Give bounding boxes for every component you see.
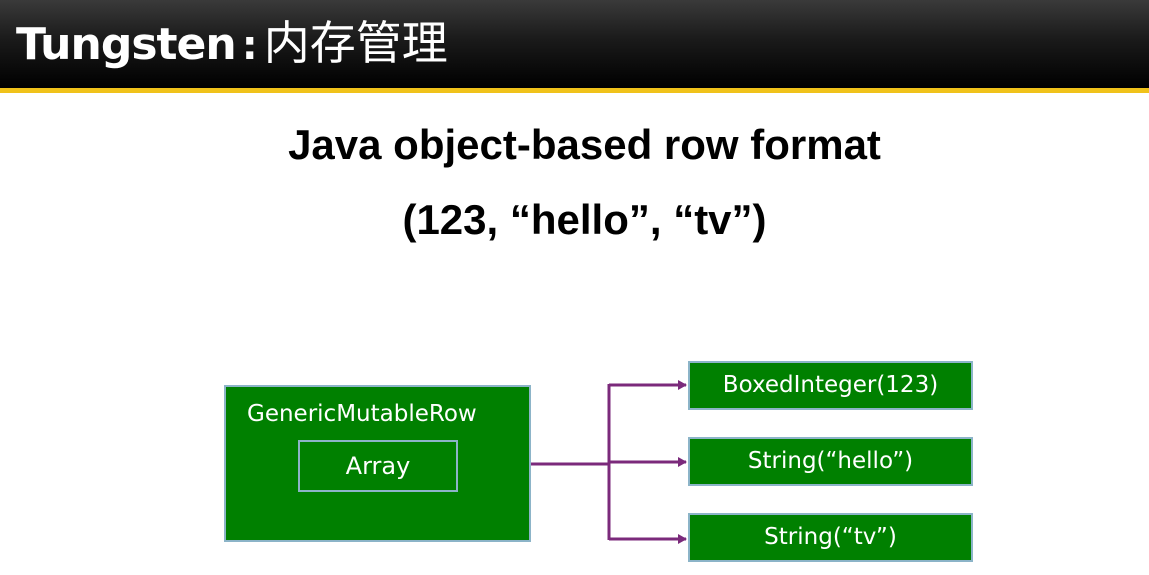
title-subtitle: 内存管理 — [263, 16, 448, 70]
string-tv-box: String(“tv”) — [688, 513, 973, 562]
title-accent-line — [0, 88, 1149, 93]
array-box: Array — [298, 440, 458, 492]
heading-line-2: (123, “hello”, “tv”) — [402, 196, 767, 243]
title-main: Tungsten — [16, 19, 237, 70]
title-separator: : — [241, 23, 258, 69]
generic-mutable-row-label: GenericMutableRow — [247, 401, 477, 427]
slide-title: Tungsten:内存管理 — [16, 4, 448, 82]
title-bar: Tungsten:内存管理 — [0, 0, 1149, 88]
heading-line-1: Java object-based row format — [288, 121, 881, 168]
generic-mutable-row-box: GenericMutableRow — [224, 385, 531, 542]
boxed-integer-box: BoxedInteger(123) — [688, 361, 973, 410]
string-hello-box: String(“hello”) — [688, 437, 973, 486]
